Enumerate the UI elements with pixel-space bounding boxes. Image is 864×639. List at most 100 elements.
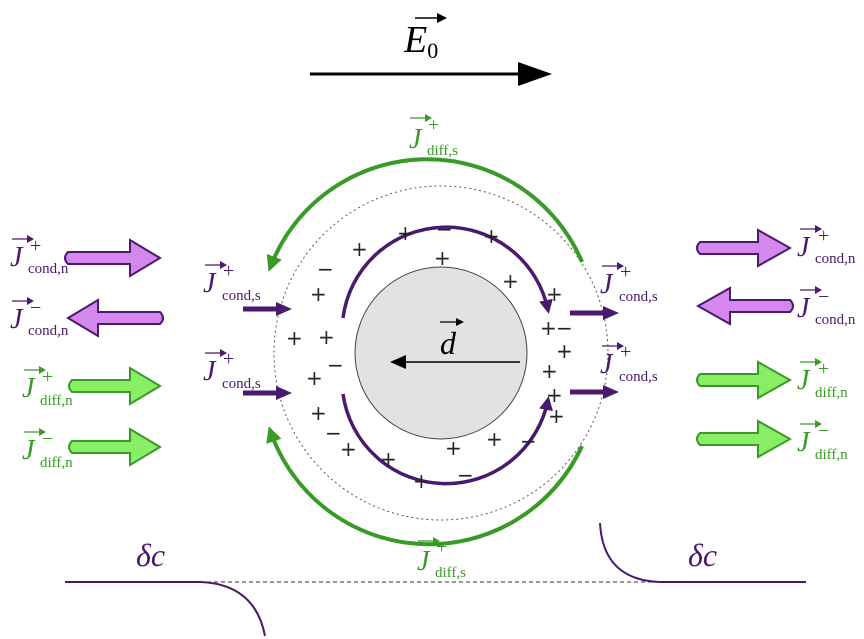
svg-text:cond,n: cond,n bbox=[28, 323, 69, 339]
svg-text:J: J bbox=[22, 373, 36, 404]
dipole-vector-mark-head bbox=[456, 318, 464, 326]
label-cond-s-right-upper: J + cond,s bbox=[600, 261, 658, 305]
charge-minus: − bbox=[327, 353, 344, 377]
dipole-label: d bbox=[440, 325, 457, 361]
charge-plus: + bbox=[445, 436, 462, 460]
svg-text:cond,n: cond,n bbox=[815, 312, 856, 328]
label-cond-s-right-lower: J + cond,s bbox=[600, 341, 658, 385]
svg-text:J: J bbox=[203, 268, 217, 299]
surface-current-arc-top bbox=[341, 225, 553, 319]
svg-text:+: + bbox=[436, 536, 447, 558]
charge-plus: + bbox=[310, 401, 327, 425]
delta-c-left-curve bbox=[65, 581, 266, 637]
svg-text:+: + bbox=[223, 260, 234, 282]
charge-plus: + bbox=[540, 316, 557, 340]
cond-s-arrowhead bbox=[603, 306, 619, 320]
svg-text:diff,s: diff,s bbox=[427, 143, 458, 159]
svg-text:J: J bbox=[22, 435, 36, 466]
svg-text:+: + bbox=[428, 114, 439, 136]
svg-text:cond,n: cond,n bbox=[815, 251, 856, 267]
charge-plus: + bbox=[318, 325, 335, 349]
svg-text:+: + bbox=[223, 348, 234, 370]
svg-text:+: + bbox=[818, 225, 829, 247]
delta-c-left-label: δc bbox=[136, 537, 165, 573]
svg-text:J: J bbox=[417, 546, 431, 577]
svg-text:cond,s: cond,s bbox=[222, 376, 261, 392]
svg-text:cond,s: cond,s bbox=[619, 289, 658, 305]
concentration-profile: δc δc bbox=[65, 522, 806, 637]
svg-text:J: J bbox=[10, 304, 24, 335]
charge-plus: + bbox=[483, 224, 500, 248]
svg-text:−: − bbox=[30, 297, 41, 319]
label-right-cond-plus: J + cond,n bbox=[797, 225, 856, 267]
surface-conduction-arrows bbox=[243, 302, 619, 400]
flux-labels: J + diff,s J + diff,s J + cond,s J + con… bbox=[10, 114, 856, 581]
svg-text:J: J bbox=[797, 365, 811, 396]
label-diff-s-bottom: J + diff,s bbox=[417, 536, 466, 581]
charge-plus: + bbox=[546, 282, 563, 306]
svg-text:J: J bbox=[797, 232, 811, 263]
charge-plus: + bbox=[310, 282, 327, 306]
charge-minus: − bbox=[520, 429, 537, 453]
charge-plus: + bbox=[486, 427, 503, 451]
particle-group: d + − + + + − + + + + + + − + − + + + + bbox=[266, 157, 609, 547]
left-cond-plus-arrow bbox=[64, 238, 162, 278]
svg-text:+: + bbox=[30, 235, 41, 257]
charge-plus: + bbox=[397, 221, 414, 245]
svg-text:diff,n: diff,n bbox=[40, 455, 73, 471]
label-cond-s-left-upper: J + cond,s bbox=[203, 260, 261, 304]
svg-text:J: J bbox=[797, 293, 811, 324]
label-right-diff-plus: J + diff,n bbox=[797, 358, 848, 401]
svg-text:diff,s: diff,s bbox=[435, 565, 466, 581]
cond-s-arrowhead bbox=[603, 385, 619, 399]
svg-text:diff,n: diff,n bbox=[815, 447, 848, 463]
particle bbox=[354, 266, 528, 440]
charge-minus: − bbox=[556, 316, 573, 340]
svg-text:J: J bbox=[10, 242, 24, 273]
svg-text:cond,n: cond,n bbox=[28, 261, 69, 277]
cond-s-arrowhead bbox=[276, 386, 292, 400]
charge-plus: + bbox=[548, 404, 565, 428]
right-diff-plus-arrow bbox=[696, 360, 793, 400]
svg-text:diff,n: diff,n bbox=[815, 385, 848, 401]
svg-text:−: − bbox=[818, 286, 829, 308]
field-arrowhead bbox=[518, 62, 552, 86]
right-cond-plus-arrow bbox=[696, 228, 793, 268]
label-right-diff-minus: J − diff,n bbox=[797, 420, 848, 463]
charge-minus: − bbox=[317, 257, 334, 281]
charge-plus: + bbox=[306, 366, 323, 390]
charge-plus: + bbox=[546, 383, 563, 407]
applied-field: E0 bbox=[310, 13, 552, 86]
svg-text:diff,n: diff,n bbox=[40, 393, 73, 409]
charge-minus: − bbox=[436, 217, 453, 241]
charge-plus: + bbox=[556, 339, 573, 363]
surface-diffusion-arc-bottom bbox=[266, 426, 584, 547]
charge-minus: − bbox=[457, 463, 474, 487]
right-diff-minus-arrow bbox=[696, 419, 793, 459]
surface-diffusion-arc-top bbox=[266, 157, 584, 272]
svg-text:+: + bbox=[818, 358, 829, 380]
svg-text:+: + bbox=[620, 341, 631, 363]
charge-plus: + bbox=[286, 326, 303, 350]
charge-plus: + bbox=[413, 469, 430, 493]
charge-minus: − bbox=[325, 421, 342, 445]
dipole-arrowhead bbox=[390, 355, 406, 369]
charge-plus: + bbox=[351, 237, 368, 261]
svg-text:+: + bbox=[620, 261, 631, 283]
label-left-cond-plus: J + cond,n bbox=[10, 235, 69, 277]
label-left-diff-minus: J − diff,n bbox=[22, 428, 73, 471]
label-left-cond-minus: J − cond,n bbox=[10, 297, 69, 339]
svg-text:J: J bbox=[203, 356, 217, 387]
charge-plus: + bbox=[340, 437, 357, 461]
svg-text:J: J bbox=[600, 269, 614, 300]
svg-text:cond,s: cond,s bbox=[222, 288, 261, 304]
label-diff-s-top: J + diff,s bbox=[409, 114, 458, 159]
label-cond-s-left-lower: J + cond,s bbox=[203, 348, 261, 392]
charge-plus: + bbox=[380, 447, 397, 471]
svg-text:J: J bbox=[409, 124, 423, 155]
charge-plus: + bbox=[541, 359, 558, 383]
svg-text:−: − bbox=[818, 420, 829, 442]
svg-text:−: − bbox=[42, 428, 53, 450]
